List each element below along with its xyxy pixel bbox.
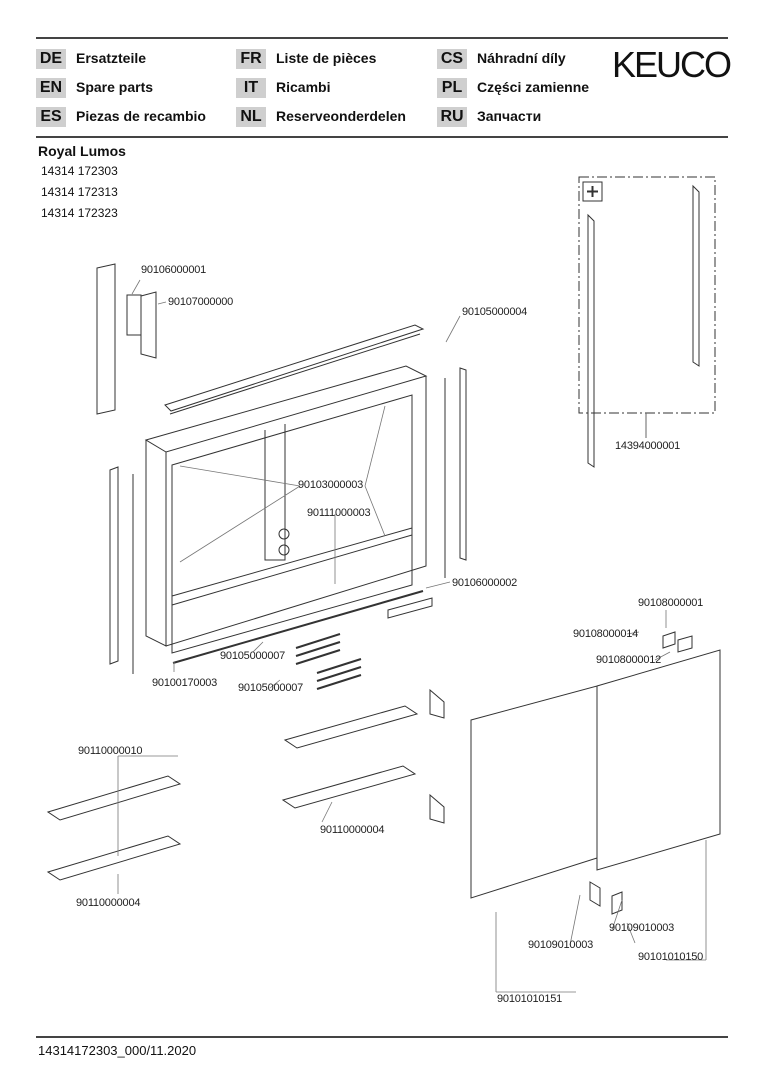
product-name: Royal Lumos bbox=[38, 143, 126, 159]
top-rule bbox=[36, 37, 728, 39]
cabinet-body bbox=[144, 365, 428, 654]
part-label: 90110000010 bbox=[78, 745, 143, 757]
header-rule bbox=[36, 136, 728, 138]
part-label: 90100170003 bbox=[152, 677, 218, 689]
footer-rule bbox=[36, 1036, 728, 1038]
part-label: 90103000003 bbox=[298, 479, 364, 491]
glass-shelves-middle bbox=[281, 705, 419, 809]
part-label: 90109010003 bbox=[609, 922, 675, 934]
lang-label-de: Ersatzteile bbox=[76, 50, 147, 66]
lang-code-pl: PL bbox=[437, 78, 467, 98]
lang-code-cs: CS bbox=[437, 49, 467, 69]
lang-label-fr: Liste de pièces bbox=[276, 50, 377, 66]
part-label: 90110000004 bbox=[76, 897, 141, 909]
part-label: 90105000004 bbox=[462, 306, 528, 318]
plus-icon bbox=[582, 181, 603, 202]
lang-label-pl: Części zamienne bbox=[477, 79, 590, 95]
socket-column bbox=[264, 424, 286, 561]
part-label: 90110000004 bbox=[320, 824, 385, 836]
lang-label-ru: Запчасти bbox=[477, 108, 542, 124]
lang-label-es: Piezas de recambio bbox=[76, 108, 206, 124]
side-trim bbox=[109, 466, 134, 674]
lang-code-it: IT bbox=[236, 78, 266, 98]
part-label: 90111000003 bbox=[307, 507, 371, 519]
article-number: 14314 172323 bbox=[41, 206, 118, 220]
glass-shelves-left bbox=[46, 775, 182, 881]
lang-code-en: EN bbox=[36, 78, 66, 98]
lang-label-cs: Náhradní díly bbox=[477, 50, 566, 66]
leader-lines bbox=[117, 279, 707, 993]
part-label: 90105000007 bbox=[238, 682, 304, 694]
lang-code-nl: NL bbox=[236, 107, 266, 127]
lang-code-de: DE bbox=[36, 49, 66, 69]
part-label: 90109010003 bbox=[528, 939, 594, 951]
part-label: 90108000001 bbox=[638, 597, 704, 609]
right-rail bbox=[444, 367, 467, 578]
lang-label-it: Ricambi bbox=[276, 79, 331, 95]
part-label: 90101010150 bbox=[638, 951, 704, 963]
article-number: 14314 172303 bbox=[41, 164, 118, 178]
document-id: 14314172303_000/11.2020 bbox=[38, 1043, 197, 1058]
part-label: 90105000007 bbox=[220, 650, 286, 662]
lang-label-nl: Reserveonderdelen bbox=[276, 108, 406, 124]
part-label: 90108000014 bbox=[573, 628, 639, 640]
lang-code-es: ES bbox=[36, 107, 66, 127]
electronics-panel bbox=[96, 263, 157, 415]
article-number: 14314 172313 bbox=[41, 185, 118, 199]
accessory-box bbox=[578, 176, 716, 414]
switch-strip bbox=[387, 597, 433, 619]
part-label: 14394000001 bbox=[615, 440, 681, 452]
hinge-parts bbox=[662, 631, 693, 653]
mirror-doors bbox=[470, 649, 721, 899]
top-rail bbox=[164, 324, 425, 415]
part-label: 90107000000 bbox=[168, 296, 234, 308]
light-strips bbox=[295, 633, 362, 690]
part-label: 90101010151 bbox=[497, 993, 563, 1005]
lang-code-fr: FR bbox=[236, 49, 266, 69]
accessory-rails bbox=[587, 184, 700, 468]
keuco-logo: KEUCO bbox=[612, 44, 732, 85]
lang-code-ru: RU bbox=[437, 107, 467, 127]
lang-label-en: Spare parts bbox=[76, 79, 154, 95]
part-label: 90108000012 bbox=[596, 654, 662, 666]
part-label: 90106000002 bbox=[452, 577, 518, 589]
part-label: 90106000001 bbox=[141, 264, 207, 276]
